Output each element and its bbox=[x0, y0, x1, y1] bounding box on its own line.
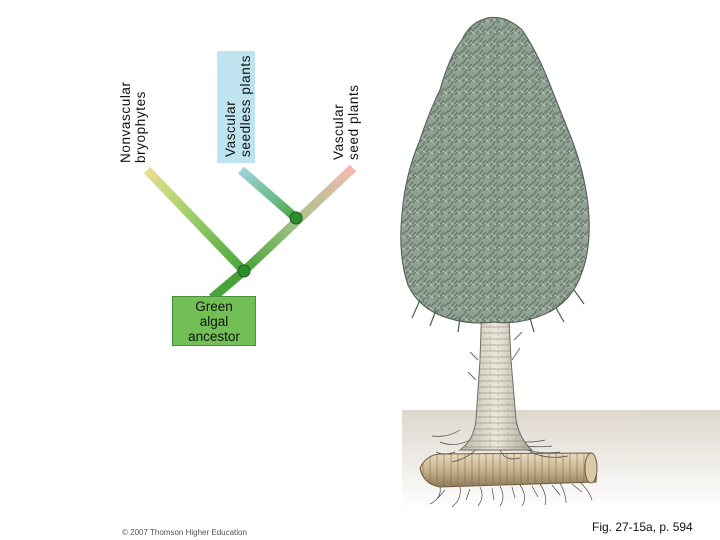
ancestor-label-line: algal bbox=[200, 314, 229, 329]
node-vascular bbox=[290, 212, 302, 224]
taxon-label-line: seedless plants bbox=[238, 55, 253, 157]
ancestor-label-line: ancestor bbox=[188, 329, 240, 344]
ancestor-label-line: Green bbox=[195, 299, 233, 314]
taxon-label-line: seed plants bbox=[346, 84, 361, 160]
taxon-label-line: Nonvascular bbox=[118, 81, 133, 163]
lycophyte-tree-illustration bbox=[401, 18, 720, 511]
figure-caption: Fig. 27-15a, p. 594 bbox=[592, 520, 693, 534]
green-algal-ancestor-box: Green algal ancestor bbox=[172, 296, 256, 346]
taxon-label-line: Vascular bbox=[223, 55, 238, 157]
taxon-label-nonvascular-bryophytes: Nonvascular bryophytes bbox=[118, 81, 148, 163]
branch-bryophytes bbox=[147, 170, 244, 271]
branch-seedless bbox=[241, 170, 296, 218]
taxon-label-vascular-seedless-plants: Vascular seedless plants bbox=[217, 51, 255, 163]
copyright-notice: © 2007 Thomson Higher Education bbox=[122, 528, 247, 537]
taxon-label-line: Vascular bbox=[331, 84, 346, 160]
cladogram bbox=[147, 168, 353, 298]
crown bbox=[401, 18, 589, 333]
taxon-label-line: bryophytes bbox=[133, 81, 148, 163]
taxon-label-vascular-seed-plants: Vascular seed plants bbox=[331, 84, 361, 160]
node-land-plants bbox=[238, 265, 250, 277]
